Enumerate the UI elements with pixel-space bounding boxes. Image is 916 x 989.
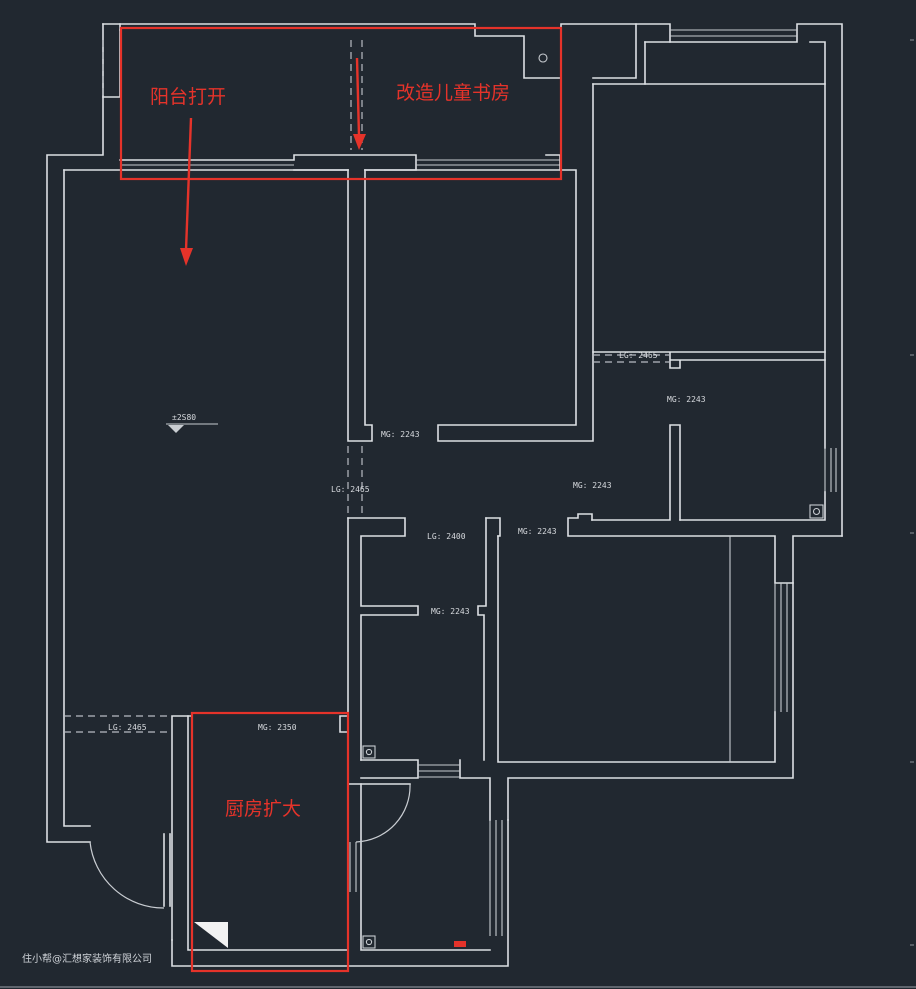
label-lg-2400: LG: 2400 (427, 532, 466, 541)
balcony-highlight-frame (119, 26, 563, 181)
door-swings (89, 783, 411, 909)
label-mg-2243-living: MG: 2243 (381, 430, 420, 439)
kitchen-highlight-frame (190, 711, 350, 973)
label-mg-2243-bath: MG: 2243 (431, 607, 470, 616)
label-lg-2465-right: LG: 2465 (619, 351, 658, 360)
level-marker-text: ±2S80 (172, 413, 196, 422)
label-mg-2243-hall: MG: 2243 (573, 481, 612, 490)
red-fixture (454, 941, 466, 947)
cad-labels: LG: 2465 MG: 2243 MG: 2243 LG: 2465 MG: … (108, 351, 706, 732)
level-marker: ±2S80 (166, 413, 218, 433)
dashed-openings (64, 40, 670, 733)
red-annotations: 阳台打开 改造儿童书房 厨房扩大 (119, 26, 563, 973)
label-lg-2465-center: LG: 2465 (331, 485, 370, 494)
label-lg-2465-left: LG: 2465 (108, 723, 147, 732)
white-triangle (194, 922, 228, 948)
study-arrow-shaft (355, 57, 361, 137)
pipe-fixture (538, 53, 548, 63)
watermark-text: 住小帮@汇想家装饰有限公司 (22, 952, 152, 965)
study-arrow-head (353, 134, 366, 150)
balcony-arrow-head (180, 248, 193, 266)
interior-walls (119, 83, 826, 951)
label-mg-2350: MG: 2350 (258, 723, 297, 732)
annotation-kitchen-expand: 厨房扩大 (225, 798, 301, 820)
edge-ticks (910, 39, 914, 946)
balcony-arrow-shaft (184, 117, 193, 251)
label-mg-2243-masterdoor: MG: 2243 (518, 527, 557, 536)
label-mg-2243-bedroom2: MG: 2243 (667, 395, 706, 404)
annotation-balcony-open: 阳台打开 (150, 86, 226, 108)
annotation-kids-study: 改造儿童书房 (396, 82, 510, 104)
outer-walls (46, 23, 843, 967)
